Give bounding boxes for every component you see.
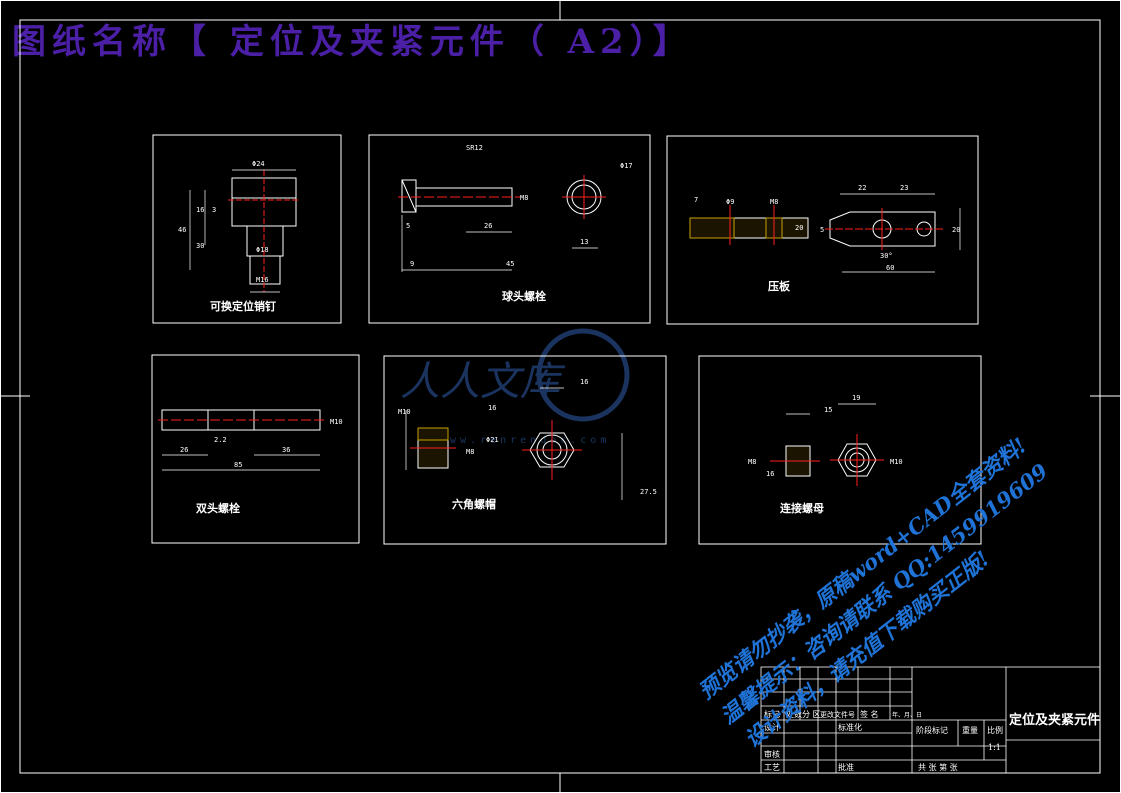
p2-dim-1: M8: [520, 194, 528, 202]
p3-dim-2: M8: [770, 198, 778, 206]
sheet-inner-border: [19, 19, 1101, 774]
p3-dim-9: 5: [820, 226, 824, 234]
promo-overlay: 预览请勿抄袭，原稿word+CAD全套资料! 温馨提示：咨询请联系 QQ:145…: [694, 433, 1053, 752]
p5-dim-0: M10: [398, 408, 411, 416]
tb-header-1: 处数: [786, 709, 802, 719]
p4-dim-1: 2.2: [214, 436, 227, 444]
p6-dim-0: 15: [824, 406, 832, 414]
tb-header-3: 更改文件号: [820, 710, 855, 719]
title-block: [760, 666, 1101, 774]
watermark-url: www.renrendoc.com: [440, 435, 610, 446]
panel-clamp-plate: 7 Φ9 M8 20 22 23 20 30° 60 5 压板: [666, 135, 979, 325]
tb-role-4: 批准: [838, 762, 854, 772]
promo-line-1: 温馨提示：咨询请联系 QQ:1459919609: [716, 458, 1053, 729]
p4-dim-4: 85: [234, 461, 242, 469]
p5-dim-3: M8: [466, 448, 474, 456]
p6-dim-4: M10: [890, 458, 903, 466]
p6-label: 连接螺母: [780, 501, 824, 515]
p5-dim-1: 16: [488, 404, 496, 412]
drawing-title: 图纸名称【 定位及夹紧元件（ A2）】: [12, 22, 693, 62]
p3-label: 压板: [768, 279, 791, 293]
tb-header-2: 分 区: [802, 710, 821, 719]
panel-stud-bolt: M10 2.2 26 36 85 双头螺栓: [151, 354, 360, 544]
p2-dim-3: 26: [484, 222, 492, 230]
watermark-text: 人人文库: [400, 359, 566, 405]
tb-scale-label: 比例: [987, 725, 1003, 735]
tb-role-3: 工艺: [764, 763, 780, 772]
panel-hex-nut: M10 16 16 M8 27.5 Φ21 六角螺帽: [383, 355, 667, 545]
tb-drawing-name: 定位及夹紧元件: [1008, 712, 1100, 728]
p4-dim-0: M10: [330, 418, 343, 426]
p2-dim-0: SR12: [466, 144, 483, 152]
p6-dim-2: M8: [748, 458, 756, 466]
p3-dim-0: 7: [694, 196, 698, 204]
tb-header-0: 标记: [764, 709, 780, 719]
p2-label: 球头螺栓: [502, 289, 546, 303]
p2-dim-5: 45: [506, 260, 514, 268]
p4-dim-2: 26: [180, 446, 188, 454]
p3-dim-6: 20: [952, 226, 960, 234]
p3-dim-7: 30°: [880, 252, 893, 260]
p6-dim-3: 16: [766, 470, 774, 478]
p1-dim-3: 3: [212, 206, 216, 214]
p2-dim-7: 13: [580, 238, 588, 246]
p1-dim-1: 16: [196, 206, 204, 214]
p6-dim-1: 19: [852, 394, 860, 402]
p1-label: 可换定位销钉: [210, 299, 276, 313]
p5-dim-4: 27.5: [640, 488, 657, 496]
tb-header-5: 年、月、日: [892, 711, 922, 719]
p3-dim-8: 60: [886, 264, 894, 272]
p2-dim-6: Φ17: [620, 162, 633, 170]
p1-dim-4: 30: [196, 242, 204, 250]
tb-stage-label: 阶段标记: [916, 725, 948, 735]
tb-role-2: 审核: [764, 749, 780, 759]
p4-dim-3: 36: [282, 446, 290, 454]
p3-dim-1: Φ9: [726, 198, 734, 206]
tb-scale-value: 1:1: [988, 743, 1001, 752]
p1-dim-6: M16: [256, 276, 269, 284]
tb-role-1: 标准化: [838, 722, 862, 732]
tb-header-4: 签 名: [860, 709, 879, 719]
p1-dim-5: Φ18: [256, 246, 269, 254]
p5-dim-5: Φ21: [486, 436, 499, 444]
panel-locating-pin: Φ24 16 46 3 30 Φ18 M16 可换定位销钉: [152, 134, 342, 324]
tb-sheet-label: 共 张 第 张: [918, 762, 958, 772]
p5-dim-2: 16: [580, 378, 588, 386]
panel-ball-bolt: SR12 M8 5 26 9 45 Φ17 13 球头螺栓: [368, 134, 651, 324]
watermark: 人人文库 www.renrendoc.com: [400, 328, 630, 446]
p4-label: 双头螺栓: [196, 501, 240, 515]
tb-weight-label: 重量: [962, 725, 978, 735]
p3-dim-5: 23: [900, 184, 908, 192]
p1-dim-2: 46: [178, 226, 186, 234]
title-block-text: 标记 处数 分 区 更改文件号 签 名 年、月、日 设计 标准化 审核 工艺 批…: [764, 709, 1100, 772]
p3-dim-3: 20: [795, 224, 803, 232]
p5-label: 六角螺帽: [452, 497, 496, 511]
p2-dim-2: 5: [406, 222, 410, 230]
p1-dim-0: Φ24: [252, 160, 265, 168]
panel-coupling-nut: 15 19 M8 16 M10 连接螺母: [698, 355, 982, 545]
p3-dim-4: 22: [858, 184, 866, 192]
p2-dim-4: 9: [410, 260, 414, 268]
tb-role-0: 设计: [764, 722, 780, 732]
